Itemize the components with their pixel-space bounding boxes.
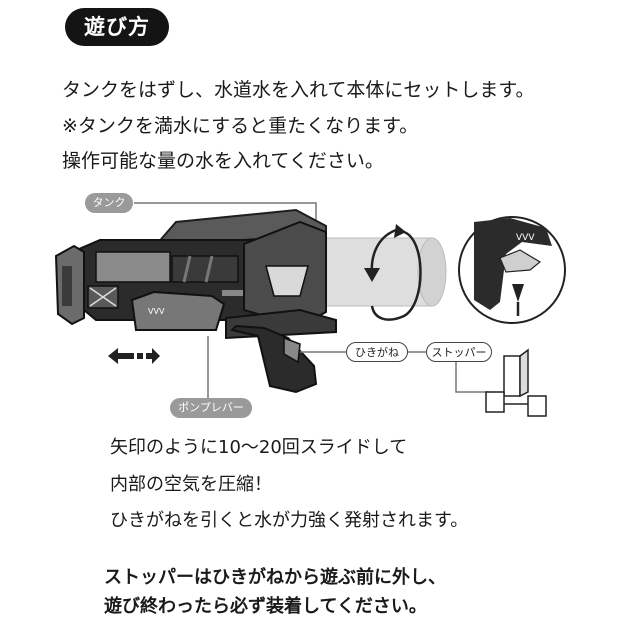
intro-line-3: 操作可能な量の水を入れてください。 bbox=[62, 150, 384, 172]
slide-direction-arrow-icon bbox=[108, 348, 160, 364]
gun-grip bbox=[230, 324, 318, 394]
intro-line-1: タンクをはずし、水道水を入れて本体にセットします。 bbox=[62, 79, 535, 101]
pump-lever: VVV bbox=[130, 290, 226, 331]
pump-line-2: 内部の空気を圧縮！ bbox=[110, 474, 272, 495]
title-badge: 遊び方 bbox=[65, 8, 169, 46]
label-tank: タンク bbox=[85, 193, 133, 213]
pump-line-1: 矢印のように10〜20回スライドして bbox=[110, 437, 408, 458]
gun-muzzle bbox=[54, 244, 85, 326]
pump-line-3: ひきがねを引くと水が力強く発射されます。 bbox=[110, 510, 469, 531]
zoom-circle: VVV bbox=[458, 216, 566, 324]
warning-line-1: ストッパーはひきがねから遊ぶ前に外し、 bbox=[104, 567, 446, 588]
label-pump-lever: ポンプレバー bbox=[170, 398, 252, 418]
svg-text:VVV: VVV bbox=[148, 307, 165, 316]
label-trigger: ひきがね bbox=[346, 342, 408, 362]
intro-line-2: ※タンクを満水にすると重たくなります。 bbox=[62, 115, 419, 137]
svg-text:VVV: VVV bbox=[516, 233, 535, 243]
rotate-arrow-icon bbox=[364, 224, 422, 321]
tank-mount bbox=[243, 220, 327, 328]
trigger bbox=[283, 336, 301, 364]
stopper-part bbox=[485, 348, 547, 417]
warning-line-2: 遊び終わったら必ず装着してください。 bbox=[104, 596, 427, 617]
label-stopper: ストッパー bbox=[426, 342, 492, 362]
